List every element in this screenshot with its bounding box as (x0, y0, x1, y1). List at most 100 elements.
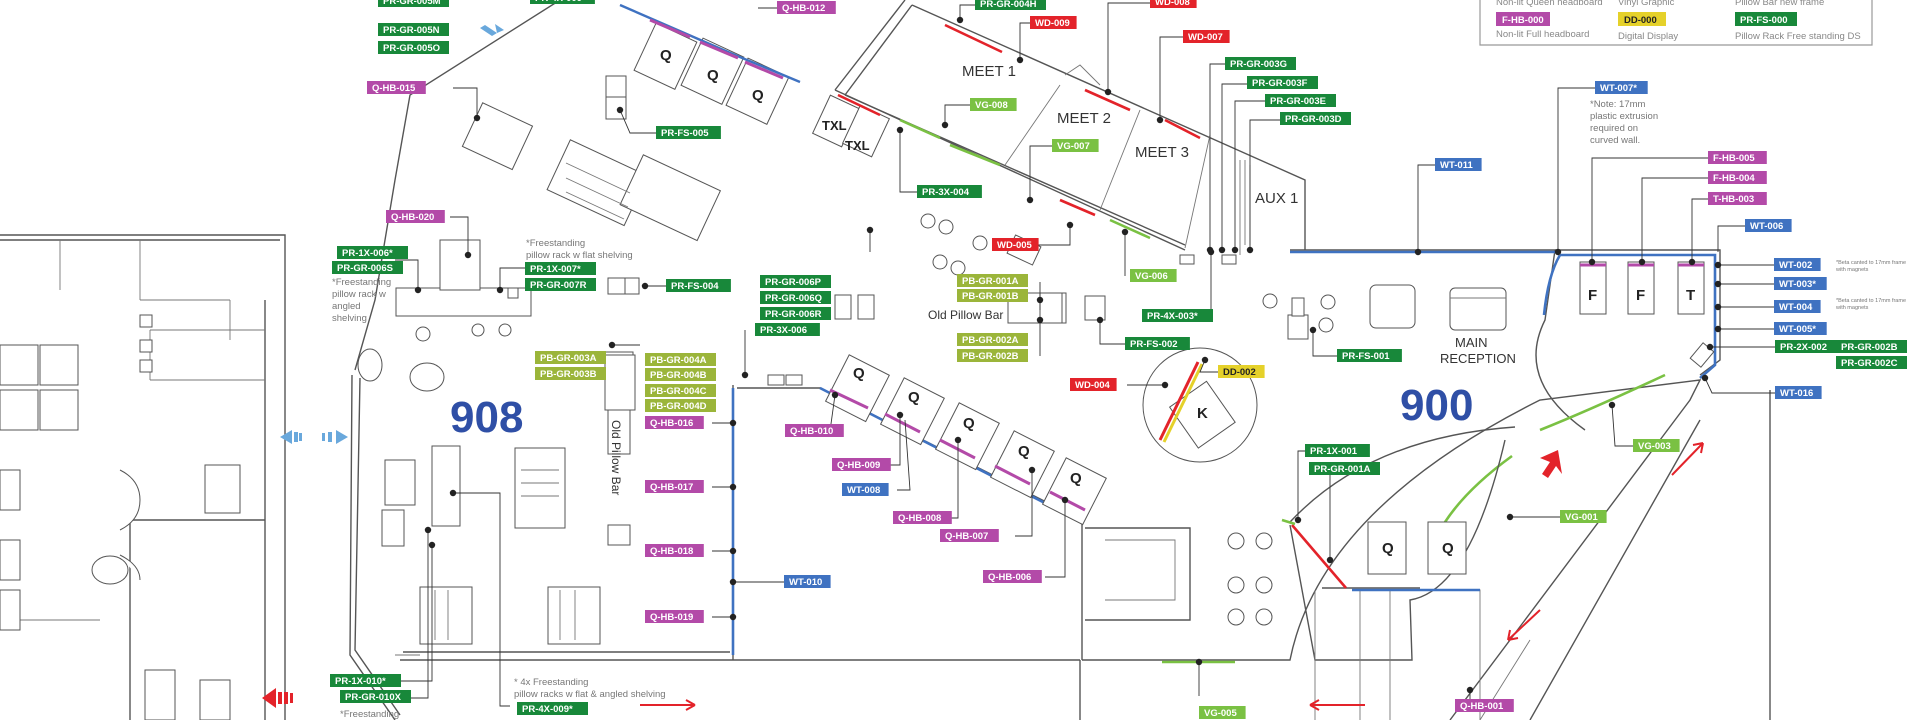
callout-tag: VG-006 (1130, 269, 1177, 282)
callout-tag-bg (332, 261, 403, 274)
note-wt-side-b-2: with magnets (1835, 305, 1869, 311)
callout-tag: WT-006 (1745, 219, 1792, 232)
callout-tag: VG-007 (1052, 139, 1099, 152)
callout-tag-bg (1309, 462, 1380, 475)
callout-tag-bg (1247, 76, 1318, 89)
bed-mark-q: Q (853, 365, 865, 382)
callout-tag-bg (530, 0, 595, 4)
bed-mark-q: Q (660, 47, 672, 64)
left-adjacent-area (0, 234, 286, 720)
callout-tag: PR-FS-005 (656, 126, 721, 139)
blue-arrow-icon (322, 430, 348, 444)
callout-tag-label: VG-003 (1638, 441, 1671, 452)
callout-tag-bg (666, 279, 731, 292)
callout-tag-label: PR-GR-003G (1230, 59, 1287, 70)
callout-tag-label: PB-GR-003A (540, 353, 597, 364)
callout-tag-bg (940, 529, 999, 542)
bed-mark-q: Q (752, 87, 764, 104)
callout-tag-label: WD-004 (1075, 380, 1111, 391)
callout-tag-bg (386, 210, 445, 223)
callout-tag: PR-GR-006Q (760, 291, 831, 304)
callout-tag-label: Q-HB-009 (837, 460, 880, 471)
callout-tag: PR-FS-002 (1125, 337, 1190, 350)
callout-tag: PB-GR-002A (957, 333, 1028, 346)
callout-tag-bg (378, 23, 449, 36)
room-txl-a: TXL (822, 118, 847, 133)
room-txl-b: TXL (845, 138, 870, 153)
callout-tag-bg (1745, 219, 1792, 232)
callout-tag-label: WT-004 (1779, 302, 1813, 313)
callout-tag-label: WT-005* (1779, 324, 1816, 335)
callout-tag-bg (755, 323, 820, 336)
callout-tag: Q-HB-012 (777, 1, 836, 14)
zone-908-walls (349, 0, 1080, 720)
room-aux-1: AUX 1 (1255, 190, 1298, 207)
callout-tag-label: PB-GR-004B (650, 370, 707, 381)
callout-tag-label: WT-011 (1440, 160, 1473, 171)
bed-mark-q: Q (1070, 470, 1082, 487)
zone-number-908: 908 (450, 393, 523, 442)
callout-tag: PB-GR-004D (645, 399, 716, 412)
callout-tag-bg (983, 570, 1042, 583)
callout-tag-label: VG-007 (1057, 141, 1090, 152)
callout-tag-label: VG-001 (1565, 512, 1598, 523)
callout-tag-bg (1052, 139, 1099, 152)
callout-tag: PR-GR-001A (1309, 462, 1380, 475)
callout-tag-label: PR-GR-006Q (765, 293, 822, 304)
red-arrow-icon (640, 699, 696, 711)
callout-tag: WD-007 (1183, 30, 1230, 43)
bed-mark-q: Q (1382, 540, 1394, 557)
callout-tag-bg (1199, 706, 1246, 719)
callout-tag-bg (1125, 337, 1190, 350)
callout-tag-label: PR-3X-006 (760, 325, 807, 336)
callout-tag-label: Q-HB-016 (650, 418, 693, 429)
callout-tag-label: PB-GR-004D (650, 401, 707, 412)
blue-arrow-icon (480, 24, 504, 36)
callout-tag-label: DD-002 (1223, 367, 1256, 378)
callout-tag-label: PR-GR-004H (980, 0, 1037, 10)
callout-tag-label: VG-008 (975, 100, 1008, 111)
callout-tag-bg (340, 690, 411, 703)
callout-tag: PR-3X-006 (755, 323, 820, 336)
callout-tag-bg (1836, 356, 1907, 369)
callout-tag-label: PR-1X-006* (342, 248, 393, 259)
note-four-x-2: pillow racks w flat & angled shelving (514, 689, 666, 700)
legend-tag-f-hb: F-HB-000 (1502, 15, 1544, 26)
callout-tag-label: PR-GR-005O (383, 43, 440, 54)
callout-tag: Q-HB-006 (983, 570, 1042, 583)
callout-tag-bg (367, 81, 426, 94)
callout-tag-label: PR-GR-003F (1252, 78, 1308, 89)
callout-tag-label: Q-HB-012 (782, 3, 825, 14)
callout-tag: PR-GR-002C (1836, 356, 1907, 369)
callout-tag: PB-GR-001A (957, 274, 1028, 287)
legend-tag-bg-dd (1618, 12, 1666, 26)
callout-tag-bg (1265, 94, 1336, 107)
callout-tag-bg (1774, 322, 1827, 335)
callout-tag: DD-002 (1218, 365, 1265, 378)
callout-tag-label: PR-GR-010X (345, 692, 402, 703)
legend-box: Non-lit Queen headboard Vinyl Graphic Pi… (1479, 0, 1873, 46)
callout-tag-bg (330, 674, 401, 687)
callout-tag-bg (1775, 386, 1822, 399)
callout-tag-bg (1774, 277, 1827, 290)
note-freestanding-flat-1: *Freestanding (526, 238, 585, 249)
note-freestanding-angled-2: pillow rack w (332, 289, 386, 300)
callout-tag-bg (760, 307, 831, 320)
callout-tag: Q-HB-007 (940, 529, 999, 542)
callout-tag-label: PR-GR-005M (383, 0, 441, 7)
callout-tag-bg (785, 424, 844, 437)
room-meet-3: MEET 3 (1135, 144, 1189, 161)
legend-tag-dd: DD-000 (1624, 15, 1657, 26)
callout-tag-label: PB-GR-004C (650, 386, 707, 397)
callout-tag-label: PR-GR-007R (530, 280, 587, 291)
callout-tag: PB-GR-002B (957, 349, 1028, 362)
callout-tag-label: PR-1X-010* (335, 676, 386, 687)
legend-item-6: Pillow Rack Free standing DS (1735, 31, 1861, 42)
callout-tag: T-HB-003 (1708, 192, 1767, 205)
callout-tag-bg (893, 511, 952, 524)
red-arrow-icon (1309, 699, 1365, 711)
room-main-reception-2: RECEPTION (1440, 351, 1516, 366)
callout-tag-label: PR-GR-003D (1285, 114, 1342, 125)
callout-tag-label: Q-HB-001 (1460, 701, 1504, 712)
callout-tag-label: PR-4X-009* (522, 704, 573, 715)
